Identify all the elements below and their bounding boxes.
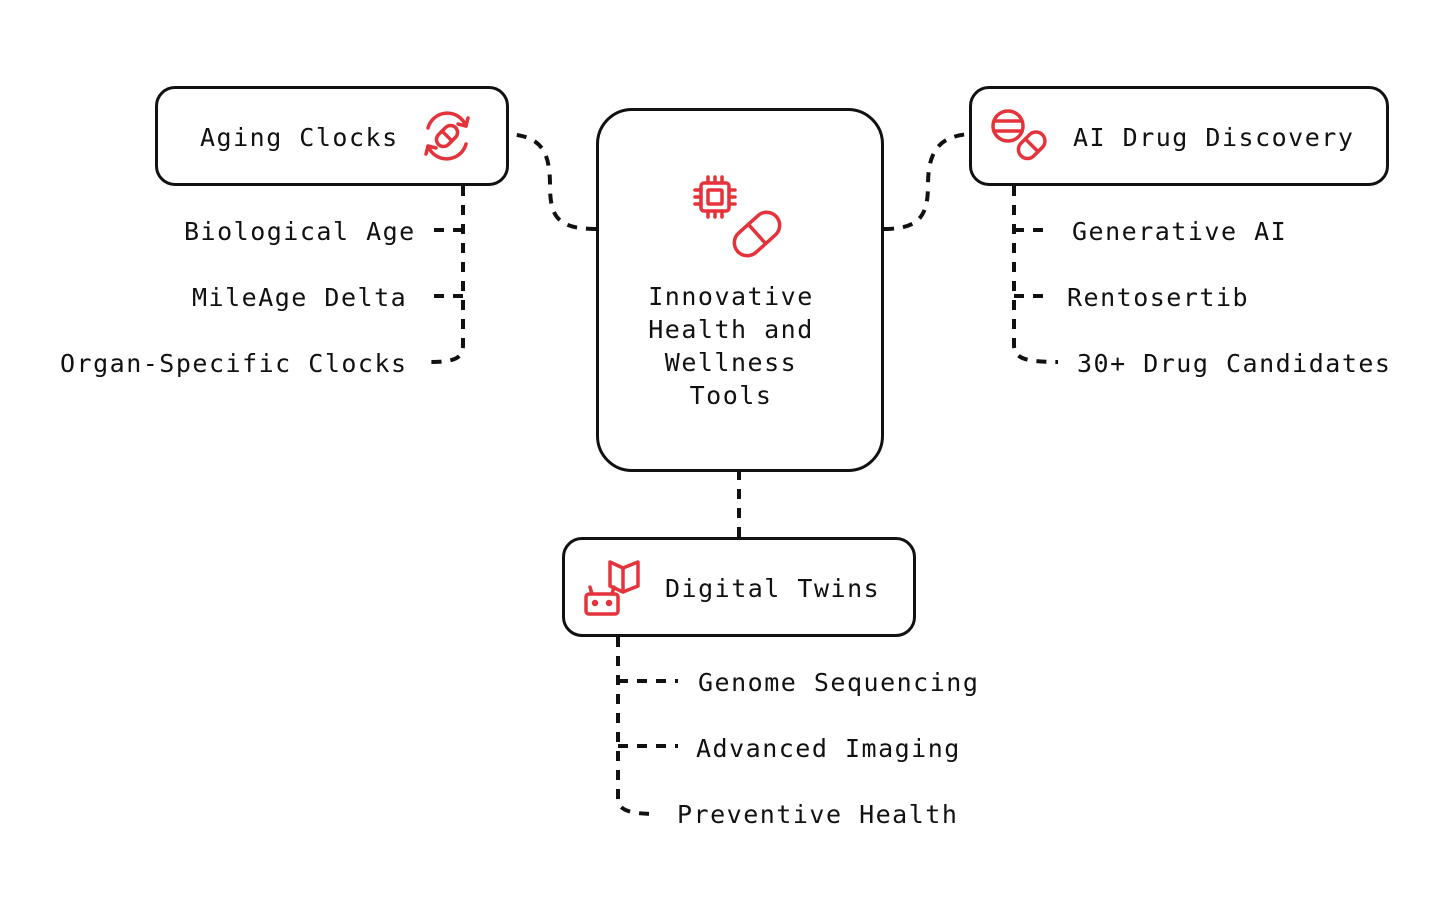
aging-clocks-node (155, 86, 509, 186)
pill-icon (732, 210, 782, 258)
center-title: Innovative Health and Wellness Tools (600, 280, 862, 412)
digital-twins-label: Digital Twins (665, 574, 881, 603)
center-title-line: Health and (648, 315, 814, 344)
chip-pill-icon (693, 175, 782, 258)
ai-drug-discovery-item: Generative AI (1072, 217, 1288, 246)
center-title-line: Tools (689, 381, 773, 410)
connector-ai-drug-trunk (1012, 186, 1059, 364)
connector-center-ai-drug-discovery (883, 132, 971, 231)
connector-aging-clocks-trunk (429, 186, 465, 364)
connector-digital-twins-trunk (616, 637, 659, 816)
ai-drug-discovery-label: AI Drug Discovery (1073, 123, 1355, 152)
center-title-line: Innovative (648, 282, 814, 311)
chip-icon (699, 181, 731, 213)
center-title-line: Wellness (664, 348, 798, 377)
ai-drug-discovery-item: 30+ Drug Candidates (1077, 349, 1392, 378)
center-node (596, 108, 884, 472)
digital-twins-node (562, 537, 916, 637)
digital-twins-item: Advanced Imaging (696, 734, 961, 763)
aging-clocks-label: Aging Clocks (200, 123, 399, 152)
aging-clocks-item: Organ-Specific Clocks (60, 349, 408, 378)
digital-twins-item: Preventive Health (677, 800, 959, 829)
digital-twins-item: Genome Sequencing (698, 668, 980, 697)
ai-drug-discovery-node (969, 86, 1389, 186)
robot-map-icon (584, 560, 640, 616)
aging-clocks-item: MileAge Delta (192, 283, 408, 312)
connector-center-aging-clocks (507, 132, 597, 231)
pills-icon (991, 109, 1047, 161)
refresh-pill-icon (424, 111, 470, 161)
ai-drug-discovery-item: Rentosertib (1067, 283, 1250, 312)
aging-clocks-item: Biological Age (184, 217, 416, 246)
